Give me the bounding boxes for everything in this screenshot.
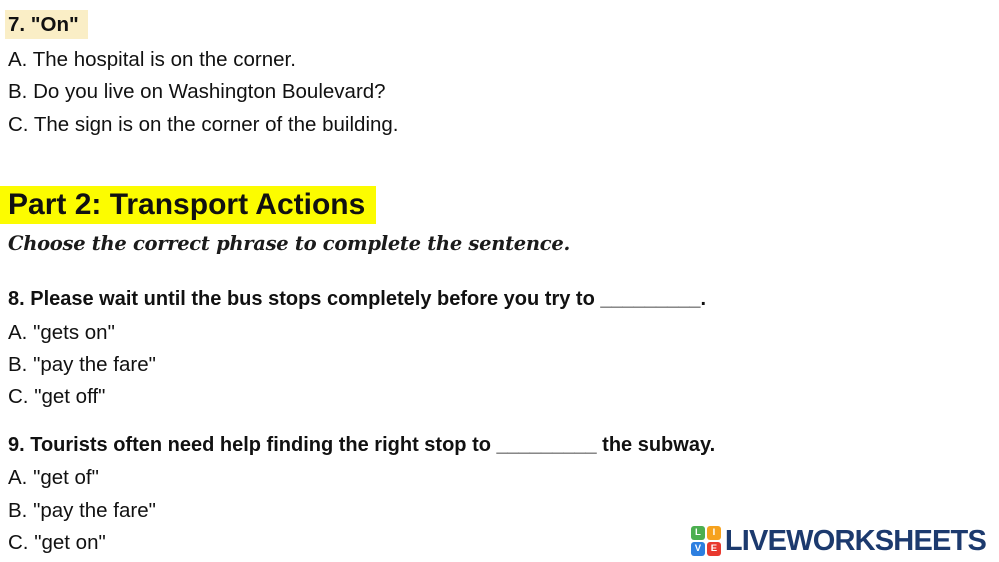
question-9-option-c[interactable]: C. "get on": [8, 531, 106, 555]
logo-tile-v: V: [690, 542, 705, 556]
liveworksheets-wordmark: LIVEWORKSHEETS: [724, 524, 987, 557]
part-2-instruction: Choose the correct phrase to complete th…: [8, 232, 570, 256]
part-2-heading: Part 2: Transport Actions: [0, 186, 991, 225]
liveworksheets-logo[interactable]: L I V E LIVEWORKSHEETS: [690, 524, 987, 557]
question-9-block: 9. Tourists often need help finding the …: [8, 429, 991, 560]
question-7-title-highlight: 7. "On": [5, 10, 88, 39]
question-8-option-a[interactable]: A. "gets on": [8, 320, 115, 344]
question-9-option-a[interactable]: A. "get of": [8, 466, 99, 490]
part-2-heading-highlight: Part 2: Transport Actions: [0, 186, 377, 225]
question-8-title: 8. Please wait until the bus stops compl…: [8, 288, 707, 311]
question-9-title: 9. Tourists often need help finding the …: [8, 433, 716, 456]
question-7-option-a[interactable]: A. The hospital is on the corner.: [8, 48, 296, 71]
liveworksheets-grid-icon: L I V E: [690, 526, 721, 556]
question-8-option-c[interactable]: C. "get off": [8, 385, 106, 409]
logo-tile-i: I: [706, 526, 721, 540]
question-7-title: 7. "On": [5, 9, 991, 40]
part-2-header: Part 2: Transport Actions Choose the cor…: [0, 186, 991, 257]
question-8-option-b[interactable]: B. "pay the fare": [8, 353, 156, 377]
logo-tile-e: E: [706, 542, 721, 556]
question-9-option-b[interactable]: B. "pay the fare": [8, 498, 156, 522]
logo-tile-l: L: [690, 526, 705, 540]
question-8-block: 8. Please wait until the bus stops compl…: [8, 283, 991, 414]
question-7-option-c[interactable]: C. The sign is on the corner of the buil…: [8, 112, 399, 136]
question-7-option-b[interactable]: B. Do you live on Washington Boulevard?: [8, 80, 386, 104]
question-7-block: 7. "On" A. The hospital is on the corner…: [5, 9, 991, 141]
